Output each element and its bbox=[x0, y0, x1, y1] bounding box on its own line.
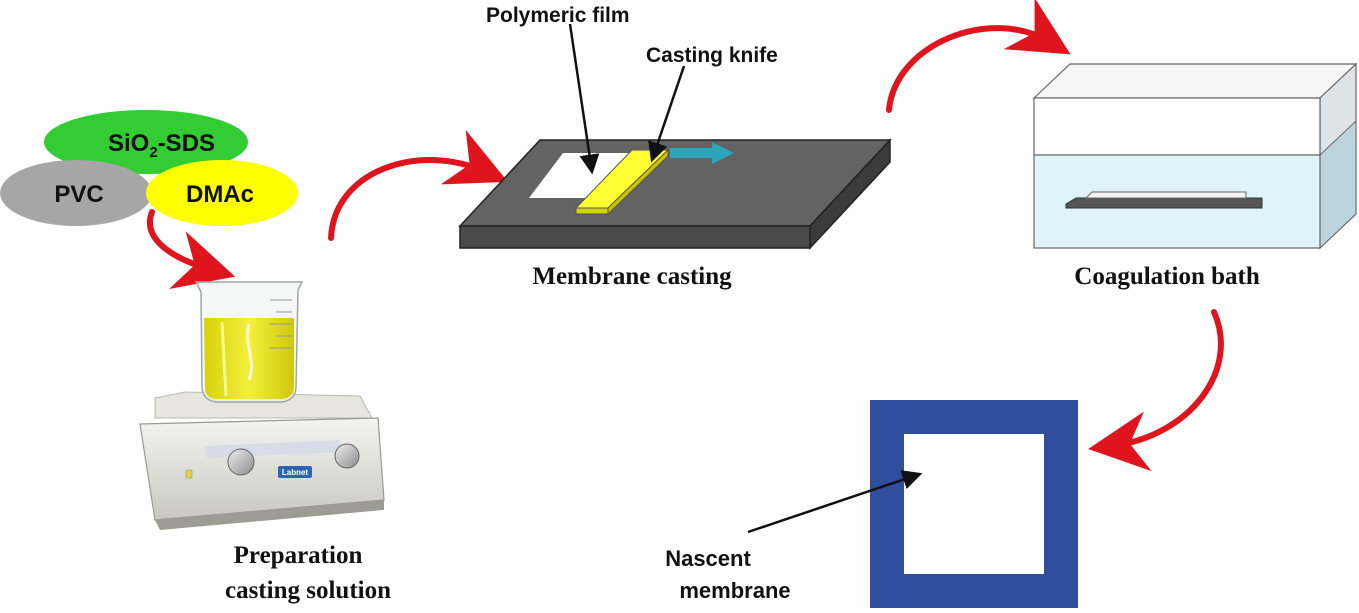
casting-knife-label: Casting knife bbox=[646, 44, 778, 67]
component-blobs: SiO2-SDS PVC DMAc bbox=[0, 110, 298, 226]
preparation-label-line2: casting solution bbox=[225, 577, 391, 604]
sio2-sds-label: SiO2-SDS bbox=[108, 130, 215, 161]
right-knob bbox=[334, 443, 360, 469]
arrow-casting-to-bath bbox=[886, 0, 1071, 113]
pvc-blob bbox=[0, 160, 152, 226]
membrane-casting-label: Membrane casting bbox=[532, 263, 732, 290]
nascent-membrane-pointer bbox=[747, 470, 923, 534]
pvc-label: PVC bbox=[54, 181, 103, 208]
submerged-plate bbox=[1065, 197, 1263, 209]
casting-knife bbox=[574, 148, 670, 216]
arrow-blobs-to-solution bbox=[147, 209, 236, 289]
preparation-label-line1: Preparation bbox=[234, 542, 363, 569]
nascent-membrane bbox=[870, 400, 1078, 608]
sio2-sds-blob bbox=[44, 110, 248, 174]
dmac-label: DMAc bbox=[186, 181, 254, 208]
nascent-label-line1: Nascent bbox=[665, 546, 751, 571]
magnetic-stirrer: Labnet bbox=[139, 391, 385, 530]
arrow-solution-to-casting bbox=[328, 129, 508, 241]
polymeric-film-label: Polymeric film bbox=[486, 4, 630, 27]
dmac-blob bbox=[146, 160, 298, 226]
coagulation-bath-label: Coagulation bath bbox=[1074, 263, 1260, 290]
arrow-bath-to-membrane bbox=[1088, 309, 1224, 472]
stirrer-brand: Labnet bbox=[282, 468, 309, 477]
casting-direction-arrow bbox=[670, 142, 734, 164]
coagulation-bath bbox=[1032, 62, 1358, 250]
left-knob bbox=[227, 448, 255, 476]
casting-knife-pointer bbox=[648, 65, 686, 163]
nascent-label-line2: membrane bbox=[679, 578, 790, 603]
beaker bbox=[194, 281, 304, 403]
polymeric-film-pointer bbox=[568, 23, 600, 175]
